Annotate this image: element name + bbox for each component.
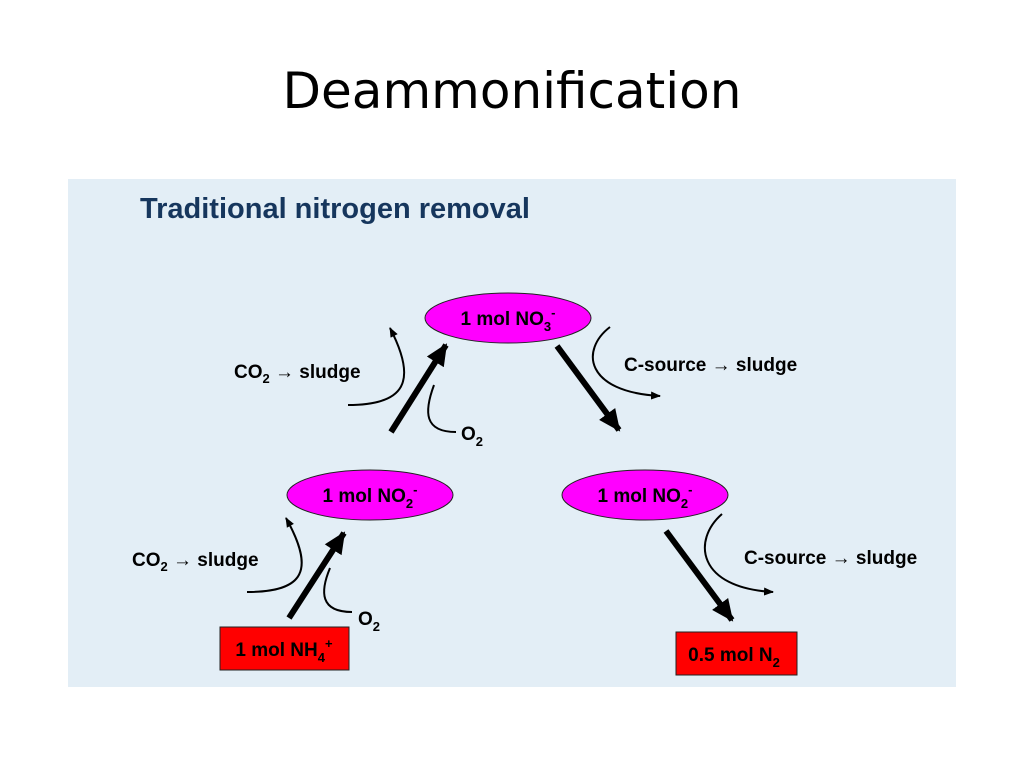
no2-left-ellipse xyxy=(286,469,454,521)
csource-sludge-label-lower: C-source → sludge xyxy=(744,548,917,569)
no2-to-n2-arrow xyxy=(663,529,735,622)
no3-label: 1 mol NO3- xyxy=(461,305,556,334)
co2-sludge-label-upper: CO2 → sludge xyxy=(234,362,361,386)
node-nh4: 1 mol NH4+ xyxy=(219,626,350,671)
co2-sludge-curve-arrow-upper xyxy=(347,327,406,406)
csource-sludge-curve-arrow-lower xyxy=(703,513,774,596)
nh4-label: 1 mol NH4+ xyxy=(235,636,333,665)
csource-sludge-label-upper: C-source → sludge xyxy=(624,355,797,376)
nh4-to-no2-arrow xyxy=(286,531,347,620)
no2-to-no3-arrow xyxy=(388,343,449,434)
node-no3: 1 mol NO3- xyxy=(424,292,592,344)
panel-title: Traditional nitrogen removal xyxy=(140,193,530,225)
o2-label-upper: O2 xyxy=(461,424,483,449)
no2-left-label: 1 mol NO2- xyxy=(323,482,418,511)
nitritation-step xyxy=(246,517,353,620)
n2-box xyxy=(675,631,798,676)
diagram-panel: Traditional nitrogen removal xyxy=(68,179,956,687)
no3-ellipse xyxy=(424,292,592,344)
slide-title: Deammonification xyxy=(282,62,742,120)
co2-sludge-label-lower: CO2 → sludge xyxy=(132,550,259,574)
no3-to-no2-arrow xyxy=(554,344,622,432)
o2-curve xyxy=(323,567,353,613)
no2-right-label: 1 mol NO2- xyxy=(598,482,693,511)
no2-right-ellipse xyxy=(561,469,729,521)
o2-curve-upper xyxy=(427,384,457,433)
node-no2-left: 1 mol NO2- xyxy=(286,469,454,521)
nitratation-step xyxy=(347,327,457,434)
o2-label-lower: O2 xyxy=(358,609,380,634)
csource-sludge-curve-arrow-upper xyxy=(591,326,661,400)
node-no2-right: 1 mol NO2- xyxy=(561,469,729,521)
nh4-box xyxy=(219,626,350,671)
denitritation-step xyxy=(663,513,774,622)
n2-label: 0.5 mol N2 xyxy=(688,645,780,670)
denitratation-step xyxy=(554,326,661,432)
co2-sludge-curve-arrow xyxy=(246,517,303,593)
node-n2: 0.5 mol N2 xyxy=(675,631,798,676)
